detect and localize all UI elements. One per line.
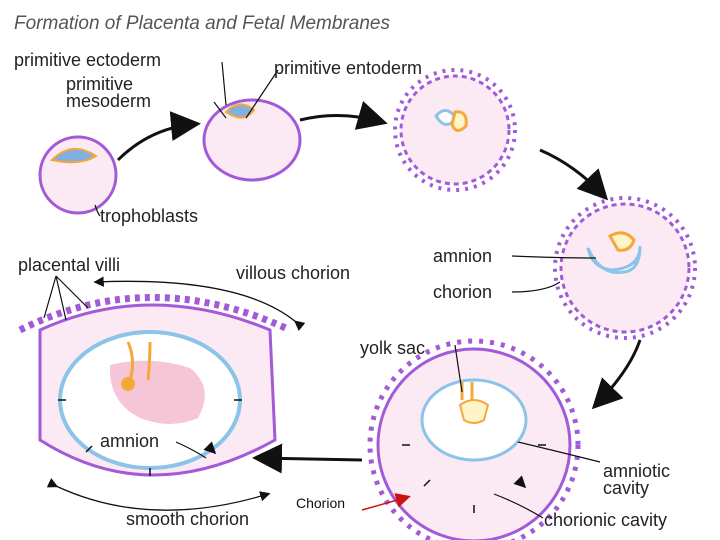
stage-6-placenta [18, 294, 292, 477]
label-amnion: amnion [433, 246, 493, 266]
label-chorion: chorion [433, 282, 493, 302]
diagram-title: Formation of Placenta and Fetal Membrane… [14, 13, 390, 34]
label-amniotic-cavity: amniotic cavity [603, 461, 671, 498]
label-primitive-mesoderm: primitive mesoderm [66, 74, 152, 111]
stage-3-embryo [393, 68, 517, 192]
label-trophoblasts: trophoblasts [100, 206, 199, 226]
label-amnion-fetus: amnion [100, 431, 160, 451]
label-chorionic-cavity: chorionic cavity [544, 510, 668, 530]
label-yolk-sac: yolk sac [360, 338, 426, 358]
label-villous-chorion: villous chorion [236, 263, 351, 283]
label-primitive-ectoderm: primitive ectoderm [14, 50, 162, 70]
annotation-chorion: Chorion [296, 495, 346, 511]
label-smooth-chorion: smooth chorion [126, 509, 250, 529]
stage-5-chorionic-sac [367, 338, 581, 540]
stage-4-embryo [553, 196, 697, 340]
stage-1-blastocyst [38, 135, 118, 215]
label-placental-villi: placental villi [18, 255, 121, 275]
label-primitive-entoderm: primitive entoderm [274, 58, 423, 78]
stage-2-blastocyst [202, 98, 302, 182]
